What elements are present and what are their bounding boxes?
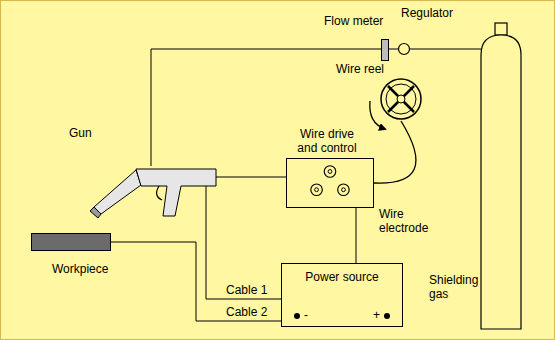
part-label: Gun: [69, 126, 92, 140]
workpiece-plate: Workpiece: [31, 233, 111, 251]
wire-reel: Wire reel: [379, 77, 423, 121]
cable-label: Cable 2: [225, 305, 268, 319]
terminal-dot: [384, 313, 390, 319]
terminal-dot: [294, 313, 300, 319]
connector-line: [389, 49, 398, 50]
terminal-sign: -: [304, 308, 308, 322]
flow-meter: Flow meter: [381, 39, 389, 61]
connector-line: [410, 49, 481, 50]
part-label: Regulator: [401, 6, 453, 20]
connector-line: [356, 208, 357, 263]
part-label: Shielding gas: [429, 273, 481, 301]
wire-reel-shape: [379, 77, 423, 121]
power-source-box: Power source - +: [281, 263, 403, 327]
connector-line: [216, 177, 286, 178]
regulator-gauge: Regulator: [398, 43, 410, 55]
connector-line: [206, 223, 281, 299]
part-label: Flow meter: [324, 14, 383, 28]
part-label: Wire drive and control: [291, 127, 363, 155]
welding-gun-shape: [89, 166, 216, 223]
connector-line: [374, 121, 416, 183]
part-label: Power source: [282, 270, 402, 284]
gas-cylinder: Shielding gas: [481, 23, 521, 333]
regulator-gauge-shape: [398, 43, 410, 55]
terminal-sign: +: [373, 308, 380, 322]
welding-gun: Gun: [89, 166, 216, 223]
part-label: Wire reel: [336, 62, 384, 76]
wire-drive-box-shape: [287, 159, 373, 207]
part-label: Wire electrode: [379, 207, 433, 235]
part-label: Workpiece: [52, 262, 108, 276]
wire-drive-box: Wire drive and control: [286, 158, 374, 208]
connector-line: [111, 242, 281, 321]
gas-cylinder-shape: [481, 23, 521, 333]
cable-label: Cable 1: [225, 283, 268, 297]
